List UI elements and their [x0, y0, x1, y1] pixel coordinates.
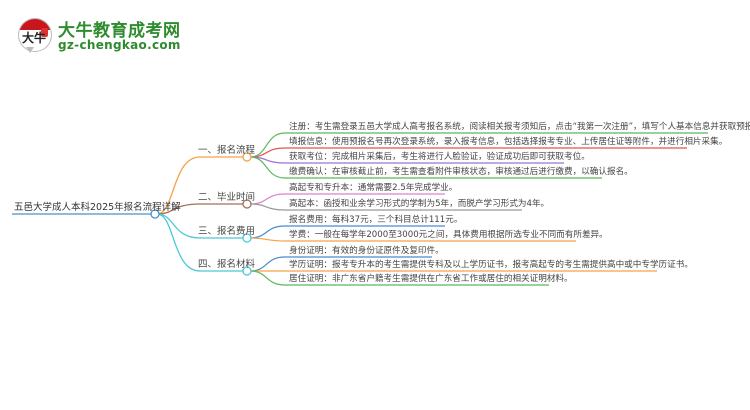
leaf-get-exam-seat[interactable]: 获取考位：完成相片采集后，考生将进行人脸验证，验证成功后即可获取考位。 — [289, 152, 590, 162]
leaf-payment-confirm[interactable]: 缴费确认：在审核截止前，考生需查看附件审核状态，审核通过后进行缴费，以确认报名。 — [289, 167, 633, 177]
root-node-circle — [150, 209, 160, 219]
branch-graduation-time[interactable]: 二、毕业时间 — [198, 192, 256, 203]
leaf-gqb-duration[interactable]: 高起本：函授和业余学习形式的学制为5年，而脱产学习形式为4年。 — [289, 199, 550, 209]
leaf-identity-proof[interactable]: 身份证明：有效的身份证原件及复印件。 — [289, 246, 444, 256]
leaf-fill-info[interactable]: 填报信息：使用预报名号再次登录系统，录入报考信息，包括选择报考专业、上传居住证等… — [289, 137, 728, 147]
link-branch-3 — [156, 213, 245, 239]
leaf-registration-fee[interactable]: 报名费用：每科37元，三个科目总计111元。 — [289, 215, 463, 225]
branch-registration-materials[interactable]: 四、报名材料 — [198, 259, 256, 270]
leaf-education-proof[interactable]: 学历证明：报考专升本的考生需提供专科及以上学历证书，报考高起专的考生需提供高中或… — [289, 260, 693, 270]
root-node[interactable]: 五邑大学成人本科2025年报名流程详解 — [14, 202, 181, 213]
link-branch-4 — [156, 213, 245, 272]
logo-url: gz-chengkao.com — [58, 38, 181, 52]
link-branch-2 — [156, 203, 245, 215]
logo-bubble-tail — [26, 47, 34, 53]
leaf-residence-proof[interactable]: 居住证明：非广东省户籍考生需提供在广东省工作或居住的相关证明材料。 — [289, 274, 573, 284]
leaf-tuition[interactable]: 学费：一般在每学年2000至3000元之间，具体费用根据所选专业不同而有所差异。 — [289, 230, 608, 240]
link-branch-1 — [156, 156, 245, 215]
logo-badge-icon: 大牛 — [18, 18, 52, 52]
branch-registration-fees[interactable]: 三、报名费用 — [198, 226, 256, 237]
leaf-gqz-zsb-duration[interactable]: 高起专和专升本：通常需要2.5年完成学业。 — [289, 183, 458, 193]
branch-registration-process[interactable]: 一、报名流程 — [198, 145, 256, 156]
logo-title: 大牛教育成考网 — [58, 21, 181, 41]
leaf-register[interactable]: 注册：考生需登录五邑大学成人高考报名系统，阅读相关报考须知后，点击“我第一次注册… — [289, 122, 750, 132]
site-logo: 大牛 大牛教育成考网 gz-chengkao.com — [18, 16, 188, 56]
